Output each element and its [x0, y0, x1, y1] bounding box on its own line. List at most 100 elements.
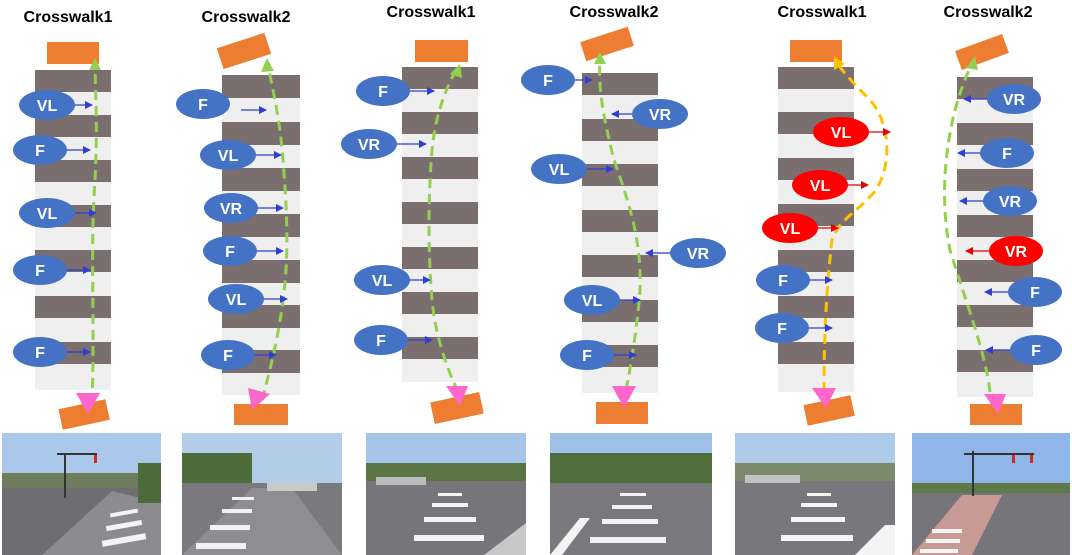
path-arrowhead-top	[594, 52, 606, 64]
vehicle-label: VL	[226, 292, 247, 309]
end-marker	[803, 395, 855, 426]
panel-3: Crosswalk1 F VR VL	[341, 4, 484, 424]
path-arrowhead-bottom	[812, 388, 836, 408]
end-marker	[596, 402, 648, 424]
start-marker	[216, 32, 272, 70]
vehicle-label: VL	[218, 148, 239, 165]
vehicle-marker: F	[985, 335, 1062, 365]
panel-4: Crosswalk2 F VR VL	[521, 4, 726, 424]
vehicle-label: F	[225, 244, 235, 261]
panel-title: Crosswalk1	[778, 4, 867, 21]
vehicle-label: VR	[358, 137, 381, 154]
pedestrian-path	[260, 65, 289, 401]
vehicle-marker: F	[201, 340, 277, 370]
vehicle-label: F	[1030, 285, 1040, 302]
vehicle-label: VR	[999, 194, 1022, 211]
vehicle-marker: VR	[959, 186, 1037, 216]
vehicle-label: VR	[687, 246, 710, 263]
vehicle-marker: VR	[645, 238, 726, 268]
vehicle-marker: VL	[200, 140, 282, 170]
path-arrowhead-bottom	[446, 386, 468, 406]
vehicle-label: VR	[649, 107, 672, 124]
street-photo-5	[735, 433, 895, 555]
panel-6: Crosswalk2 VR F VR	[943, 4, 1062, 425]
vehicle-label: VL	[372, 273, 393, 290]
vehicle-label: F	[35, 263, 45, 280]
path-arrowhead-bottom	[984, 394, 1006, 414]
pedestrian-path	[822, 61, 889, 393]
vehicle-marker: VR	[204, 193, 284, 223]
start-marker	[955, 34, 1009, 70]
vehicle-label: F	[543, 73, 553, 90]
street-photo-6	[912, 433, 1070, 555]
start-marker	[580, 26, 634, 62]
panel-title: Crosswalk1	[24, 9, 113, 26]
vehicle-label: VL	[582, 293, 603, 310]
vehicle-label: F	[1031, 343, 1041, 360]
pedestrian-path	[90, 59, 98, 405]
vehicle-marker: F	[354, 325, 433, 355]
vehicle-label: VR	[1005, 244, 1028, 261]
vehicle-label: F	[35, 143, 45, 160]
vehicle-marker: F	[176, 89, 267, 119]
pedestrian-path	[427, 69, 460, 393]
vehicle-label: F	[1002, 146, 1012, 163]
vehicle-label: VL	[549, 162, 570, 179]
vehicle-marker: VL	[19, 90, 93, 120]
panel-title: Crosswalk1	[387, 4, 476, 21]
pedestrian-path	[598, 59, 642, 391]
vehicle-label: F	[376, 333, 386, 350]
vehicle-marker: VR	[611, 99, 688, 129]
vehicle-marker: F	[521, 65, 593, 95]
path-arrowhead-top	[834, 56, 845, 70]
vehicle-marker: F	[13, 135, 91, 165]
crosswalk-stripes	[402, 67, 478, 382]
vehicle-marker: VL	[813, 117, 891, 147]
path-arrowhead-top	[261, 58, 274, 72]
end-marker	[970, 404, 1022, 425]
pedestrian-path	[943, 63, 992, 393]
end-marker	[58, 399, 110, 430]
vehicle-marker: VL	[792, 170, 869, 200]
vehicle-label: VL	[831, 125, 852, 142]
path-arrowhead-bottom	[612, 386, 636, 408]
vehicle-marker: VL	[208, 284, 288, 314]
vehicle-marker: F	[957, 138, 1034, 168]
vehicle-marker: F	[13, 255, 91, 285]
panel-1: Crosswalk1 VL F VL	[13, 9, 113, 430]
vehicle-label: VR	[220, 201, 243, 218]
vehicle-label: VL	[37, 98, 58, 115]
street-photo-1	[2, 433, 161, 555]
vehicle-marker: VR	[963, 84, 1041, 114]
panel-5: Crosswalk1 VL VL VL	[755, 4, 891, 426]
vehicle-marker: VL	[19, 198, 97, 228]
vehicle-label: F	[777, 321, 787, 338]
start-marker	[415, 40, 468, 62]
vehicle-marker: VR	[341, 129, 427, 159]
vehicle-label: F	[35, 345, 45, 362]
path-arrowhead-top	[966, 56, 978, 70]
vehicle-label: VL	[810, 178, 831, 195]
vehicle-marker: F	[356, 76, 435, 106]
vehicle-marker: F	[560, 340, 637, 370]
street-photo-2	[182, 433, 342, 555]
vehicle-marker: F	[13, 337, 91, 367]
vehicle-label: F	[198, 97, 208, 114]
vehicle-marker: VL	[354, 265, 431, 295]
vehicle-label: F	[223, 348, 233, 365]
vehicle-marker: VL	[762, 213, 839, 243]
end-marker	[430, 392, 484, 424]
end-marker	[234, 404, 288, 425]
vehicle-label: F	[778, 273, 788, 290]
vehicle-label: F	[582, 348, 592, 365]
vehicle-label: F	[378, 84, 388, 101]
path-arrowhead-bottom	[248, 388, 270, 410]
vehicle-marker: F	[756, 265, 833, 295]
vehicle-marker: VL	[564, 285, 641, 315]
panel-title: Crosswalk2	[944, 4, 1033, 21]
vehicle-marker: VL	[531, 154, 614, 184]
vehicle-marker: VR	[965, 236, 1043, 266]
vehicle-label: VL	[780, 221, 801, 238]
start-marker	[790, 40, 842, 62]
panel-2: Crosswalk2 F VL VR	[176, 9, 300, 425]
